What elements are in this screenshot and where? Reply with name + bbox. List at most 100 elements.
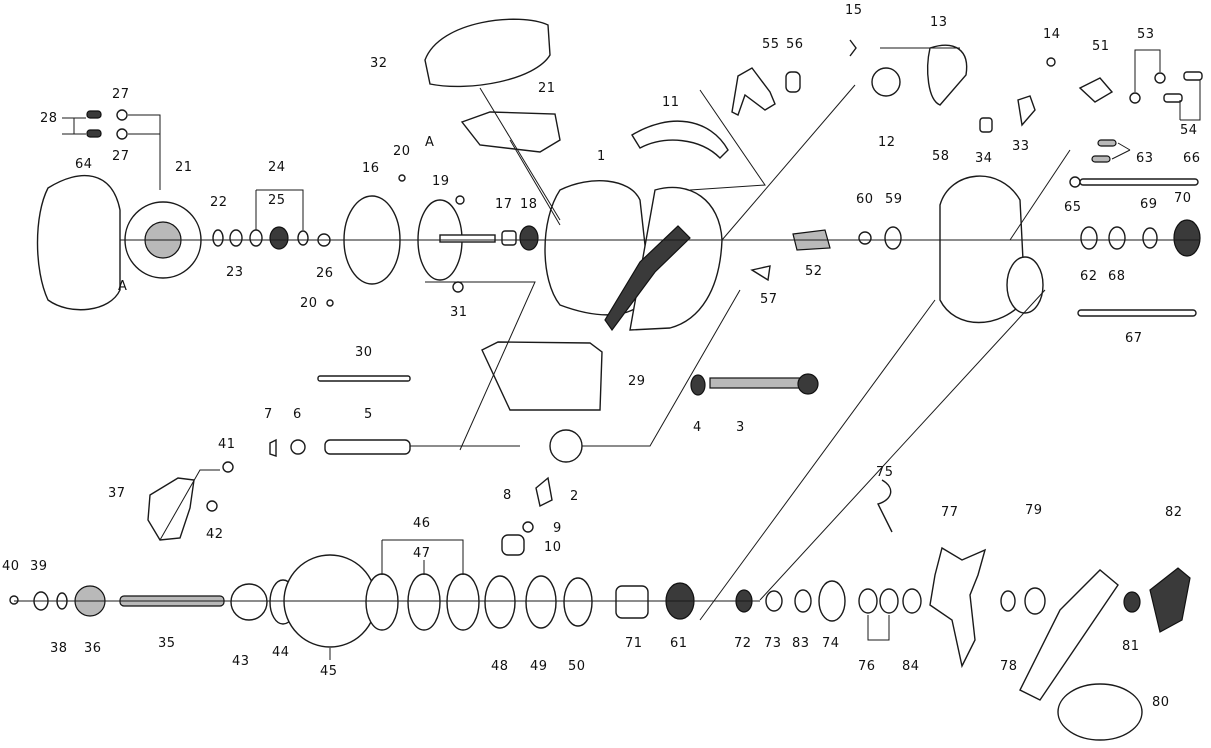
connector-g [721,84,856,241]
part-80-handle-knob [1057,683,1143,741]
leader-54 [1179,80,1201,121]
part-63-screw-bottom [1091,155,1111,163]
callout-46: 46 [413,516,431,531]
callout-4: 4 [693,420,702,435]
part-80-handle-arm [1019,569,1119,701]
connector-c [582,289,741,447]
callout-23: 23 [226,265,244,280]
part-33-lever [1017,95,1036,127]
part-71-sleeve [615,585,649,619]
part-14-screw [1046,57,1056,67]
callout-labels: 1 2 3 4 5 6 7 8 9 10 11 12 13 14 15 16 1… [2,3,1200,710]
part-28-screw-top [86,110,102,119]
callout-72: 72 [734,636,752,651]
part-3-worm-shaft [709,377,809,389]
callout-48: 48 [491,659,509,674]
connector-f [689,89,766,191]
callout-36: 36 [84,641,102,656]
part-82-handle-lock [1149,567,1191,633]
part-22-ring [212,229,224,247]
part-29-bottom-plate [481,341,603,411]
callout-19: 19 [432,174,450,189]
connector-d [699,299,936,621]
callout-73: 73 [764,636,782,651]
marker-a-top: A [425,135,434,150]
callout-27-bottom: 27 [112,149,130,164]
part-13-plate [927,44,968,106]
callout-77: 77 [941,505,959,520]
part-53-washer-top [1154,72,1166,84]
marker-a-left: A [118,279,127,294]
part-54-spring-top [1183,71,1203,81]
callout-65: 65 [1064,200,1082,215]
callout-49: 49 [530,659,548,674]
callout-15: 15 [845,3,863,18]
connector-i [1009,149,1071,241]
part-79-bearing [1024,587,1046,615]
part-74-washer [818,580,846,622]
part-17-collar [501,230,517,246]
callout-45: 45 [320,664,338,679]
part-56-pin [785,71,801,93]
callout-3: 3 [736,420,745,435]
part-15-spring [849,39,857,57]
callout-56: 56 [786,37,804,52]
callout-24: 24 [268,160,286,175]
callout-11: 11 [662,95,680,110]
callout-25: 25 [268,193,286,208]
part-81-nut [1123,591,1141,613]
part-65-washer [1069,176,1081,188]
callout-37: 37 [108,486,126,501]
part-1-thumb-bar [604,225,691,332]
callout-61: 61 [670,636,688,651]
callout-50: 50 [568,659,586,674]
callout-35: 35 [158,636,176,651]
callout-80: 80 [1152,695,1170,710]
callout-40: 40 [2,559,20,574]
callout-58: 58 [932,149,950,164]
callout-10: 10 [544,540,562,555]
part-50-washer [563,577,593,627]
part-59-bearing [884,226,902,250]
part-7-clip [269,438,277,457]
part-20-screw-bottom [326,299,334,307]
callout-47: 47 [413,546,431,561]
part-11-thumb-pad [631,120,729,159]
part-63-screw-top [1097,139,1117,147]
part-42-screw [206,500,218,512]
part-12-bearing [871,67,901,97]
part-18-bearing [519,225,539,251]
connector-k [479,87,561,221]
callout-81: 81 [1122,639,1140,654]
callout-20-top: 20 [393,144,411,159]
callout-78: 78 [1000,659,1018,674]
callout-32: 32 [370,56,388,71]
callout-8: 8 [503,488,512,503]
part-5-shaft [324,439,411,455]
connector-j [159,469,220,541]
part-47-washer [407,573,441,631]
part-34-spring [979,117,993,133]
leader-46 [381,539,464,575]
callout-33: 33 [1012,139,1030,154]
connector-l [509,139,561,226]
part-70-cap [1173,219,1201,257]
callout-21-top: 21 [538,81,556,96]
part-84-washer [902,588,922,614]
part-48-washer [484,575,516,629]
part-20-screw-top [398,174,406,182]
callout-64: 64 [75,157,93,172]
part-16-spool-shaft [439,234,496,243]
connector-e [759,289,1046,601]
part-53-washer-bottom [1129,92,1141,104]
part-49-washer [525,575,557,629]
part-28-screw-bottom [86,129,102,138]
part-68-ring [1108,226,1126,250]
leader-lines [14,47,1201,660]
callout-21-left: 21 [175,160,193,175]
part-43-ratchet [230,583,268,621]
part-54-spring-bottom [1163,93,1183,103]
part-77-star-drag [929,546,987,669]
